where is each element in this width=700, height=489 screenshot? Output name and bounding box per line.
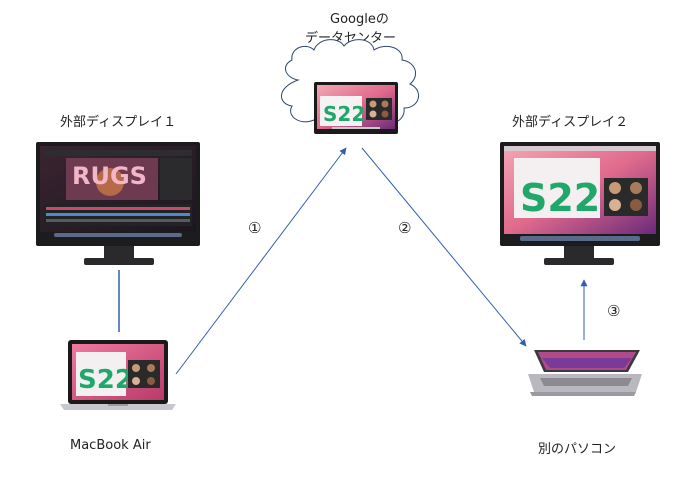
other-pc-label: 別のパソコン bbox=[538, 442, 617, 457]
monitor2-label: 外部ディスプレイ２ bbox=[512, 115, 629, 130]
arrow-step-1 bbox=[175, 147, 347, 375]
monitor1-label: 外部ディスプレイ１ bbox=[60, 115, 177, 130]
step-3-label: ③ bbox=[607, 302, 621, 320]
step-2-label: ② bbox=[398, 219, 412, 237]
cloud-laptop: S22 bbox=[314, 82, 398, 134]
external-display-2: S22 bbox=[500, 142, 660, 265]
step-1-label: ① bbox=[248, 219, 262, 237]
monitor1-screen-text: RUGS bbox=[72, 162, 147, 190]
arrow-step-2 bbox=[361, 147, 527, 347]
external-display-1: RUGS bbox=[36, 142, 200, 265]
monitor2-screen-text: S22 bbox=[520, 176, 600, 220]
macbook-air: S22 bbox=[60, 340, 176, 410]
macbook-label: MacBook Air bbox=[70, 438, 151, 453]
cloud-screen-s22-text: S22 bbox=[323, 102, 365, 126]
cloud-title-line1: Googleの bbox=[330, 12, 389, 27]
other-pc-laptop bbox=[528, 350, 642, 396]
macbook-screen-text: S22 bbox=[78, 365, 133, 395]
